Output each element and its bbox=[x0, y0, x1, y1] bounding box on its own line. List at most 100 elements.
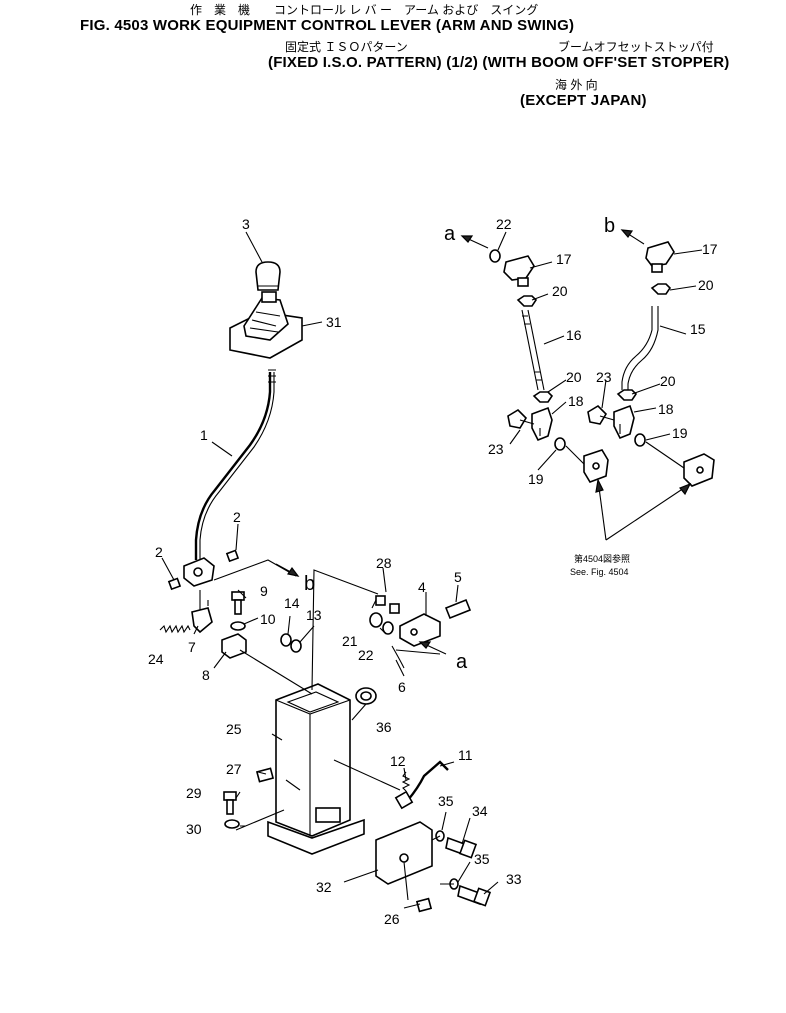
part-spring-12 bbox=[401, 771, 411, 792]
connector-b-left: b bbox=[304, 573, 315, 595]
part-pin-upper bbox=[225, 549, 240, 563]
part-bolt-23-left bbox=[507, 408, 535, 429]
callout-20-a: 20 bbox=[552, 283, 568, 299]
callout-2-lower: 2 bbox=[155, 544, 163, 560]
callout-20-c: 20 bbox=[566, 369, 582, 385]
callout-8: 8 bbox=[202, 667, 210, 683]
arrow-a-left-head bbox=[418, 641, 432, 649]
callout-24: 24 bbox=[148, 651, 164, 667]
part-tube-15 bbox=[621, 306, 659, 390]
part-washer-19-right bbox=[634, 433, 646, 447]
part-tube-16 bbox=[521, 309, 545, 391]
callout-23-left: 23 bbox=[488, 441, 504, 457]
arrow-a-right-head bbox=[460, 235, 474, 243]
subtitle-japanese-right: ブームオフセットストッパ付 bbox=[558, 40, 714, 54]
callout-2-upper: 2 bbox=[233, 509, 241, 525]
part-valve-left bbox=[583, 449, 609, 483]
callout-28: 28 bbox=[376, 555, 392, 571]
part-bolt-9 bbox=[231, 591, 245, 615]
title-japanese: 作 業 機 コントロール レ バ ー アーム および スイング bbox=[190, 3, 539, 17]
callout-leaders bbox=[161, 231, 703, 909]
callout-18-left: 18 bbox=[568, 393, 584, 409]
connector-a-right: a bbox=[444, 223, 456, 245]
part-washer-13 bbox=[290, 639, 302, 653]
part-lever-11 bbox=[407, 760, 449, 801]
callout-12: 12 bbox=[390, 753, 406, 769]
part-nut-20-b bbox=[650, 283, 672, 295]
part-nut-20-c bbox=[532, 391, 554, 403]
callout-26: 26 bbox=[384, 911, 400, 927]
connector-b-right: b bbox=[604, 215, 615, 237]
callout-3: 3 bbox=[242, 216, 250, 232]
part-pin-lower bbox=[167, 577, 182, 591]
part-valve-right bbox=[683, 453, 715, 487]
part-spring bbox=[159, 624, 191, 634]
market-label: (EXCEPT JAPAN) bbox=[520, 92, 647, 109]
reference-arrow-left-head bbox=[595, 478, 604, 493]
callout-14: 14 bbox=[284, 595, 300, 611]
part-boot bbox=[229, 291, 303, 359]
callout-32: 32 bbox=[316, 879, 332, 895]
callout-20-b: 20 bbox=[698, 277, 714, 293]
callout-25: 25 bbox=[226, 721, 242, 737]
callout-15: 15 bbox=[690, 321, 706, 337]
callout-20-d: 20 bbox=[660, 373, 676, 389]
part-link bbox=[191, 590, 213, 634]
part-washer-30 bbox=[224, 819, 240, 829]
reference-english: See. Fig. 4504 bbox=[570, 567, 629, 577]
callout-17-right: 17 bbox=[702, 241, 718, 257]
guide-lines-left bbox=[207, 559, 454, 901]
figure-subtitle: (FIXED I.S.O. PATTERN) (1/2) (WITH BOOM … bbox=[268, 54, 730, 71]
callout-1: 1 bbox=[200, 427, 208, 443]
callout-13: 13 bbox=[306, 607, 322, 623]
callout-27: 27 bbox=[226, 761, 242, 777]
callout-29: 29 bbox=[186, 785, 202, 801]
part-block-8 bbox=[221, 633, 247, 659]
callout-30: 30 bbox=[186, 821, 202, 837]
part-bolt-34 bbox=[445, 836, 478, 859]
part-lever-bracket bbox=[183, 557, 215, 587]
part-lever-11-end bbox=[394, 790, 414, 810]
callout-34: 34 bbox=[472, 803, 488, 819]
reference-arrow-right bbox=[605, 483, 691, 541]
part-elbow-17-right bbox=[645, 241, 675, 273]
reference-arrow-right-head bbox=[679, 482, 692, 496]
part-nut-20-a bbox=[516, 295, 538, 307]
callout-36: 36 bbox=[376, 719, 392, 735]
figure-title: FIG. 4503 WORK EQUIPMENT CONTROL LEVER (… bbox=[80, 17, 575, 34]
callout-5: 5 bbox=[454, 569, 462, 585]
callout-35-upper: 35 bbox=[438, 793, 454, 809]
arrow-b-right-head bbox=[620, 229, 634, 238]
part-lever bbox=[194, 369, 276, 560]
callout-31: 31 bbox=[326, 314, 342, 330]
guide-lines-right bbox=[539, 424, 685, 469]
callout-7: 7 bbox=[188, 639, 196, 655]
part-washer-22-left bbox=[382, 621, 394, 635]
reference-japanese: 第4504図参照 bbox=[574, 553, 630, 564]
part-bolt-33 bbox=[457, 884, 492, 907]
part-nut-20-d bbox=[616, 389, 638, 401]
callout-21: 21 bbox=[342, 633, 358, 649]
callout-23-right: 23 bbox=[596, 369, 612, 385]
part-bracket-4 bbox=[399, 613, 441, 647]
part-elbow-17-left bbox=[503, 255, 535, 287]
callout-4: 4 bbox=[418, 579, 426, 595]
callout-11: 11 bbox=[458, 747, 473, 763]
part-pin-5 bbox=[444, 598, 472, 620]
part-knob bbox=[255, 261, 281, 291]
callout-10: 10 bbox=[260, 611, 276, 627]
callout-18-right: 18 bbox=[658, 401, 674, 417]
part-pin-28b bbox=[389, 603, 400, 614]
callout-33: 33 bbox=[506, 871, 522, 887]
part-bushing-27 bbox=[255, 767, 275, 783]
callout-22-right: 22 bbox=[496, 216, 512, 232]
callout-9: 9 bbox=[260, 583, 268, 599]
part-bolt-29 bbox=[223, 791, 237, 815]
callout-16: 16 bbox=[566, 327, 582, 343]
callout-22-left: 22 bbox=[358, 647, 374, 663]
part-bolt-23-right bbox=[587, 404, 615, 425]
part-washer-10 bbox=[230, 621, 246, 631]
callout-17-left: 17 bbox=[556, 251, 572, 267]
part-box-25 bbox=[267, 683, 365, 855]
